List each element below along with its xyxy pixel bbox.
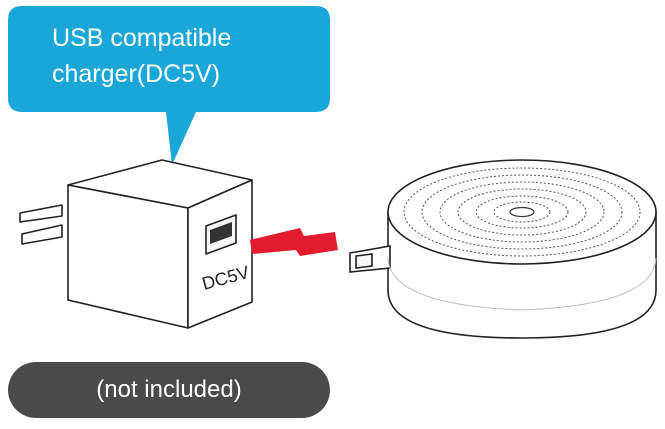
callout-line-2: charger(DC5V) — [52, 60, 221, 88]
not-included-badge: (not included) — [8, 362, 330, 418]
round-speaker-icon — [349, 159, 657, 339]
grille-ring-2 — [421, 174, 623, 250]
speaker-body-curve — [387, 257, 657, 311]
usb-port-slot — [210, 222, 232, 244]
not-included-label: (not included) — [96, 376, 242, 403]
grille-ring-3 — [439, 181, 605, 243]
red-connector — [250, 228, 338, 256]
usb-charger-icon — [19, 159, 253, 329]
grille-ring-5 — [475, 195, 569, 229]
grille-ring-1 — [403, 167, 641, 257]
red-arrow-icon — [250, 228, 338, 256]
speaker-center — [509, 206, 535, 218]
speaker-plug-tip — [355, 253, 373, 269]
callout-line-1: USB compatible — [52, 24, 232, 52]
callout-shape — [8, 6, 330, 165]
plug-prong-bottom — [21, 224, 63, 245]
grille-ring-4 — [457, 188, 587, 236]
charger-front-face — [67, 184, 189, 329]
plug-prong-top — [19, 204, 63, 223]
grille-ring-6 — [493, 201, 551, 223]
callout-text: USB compatible charger(DC5V) — [52, 20, 312, 92]
